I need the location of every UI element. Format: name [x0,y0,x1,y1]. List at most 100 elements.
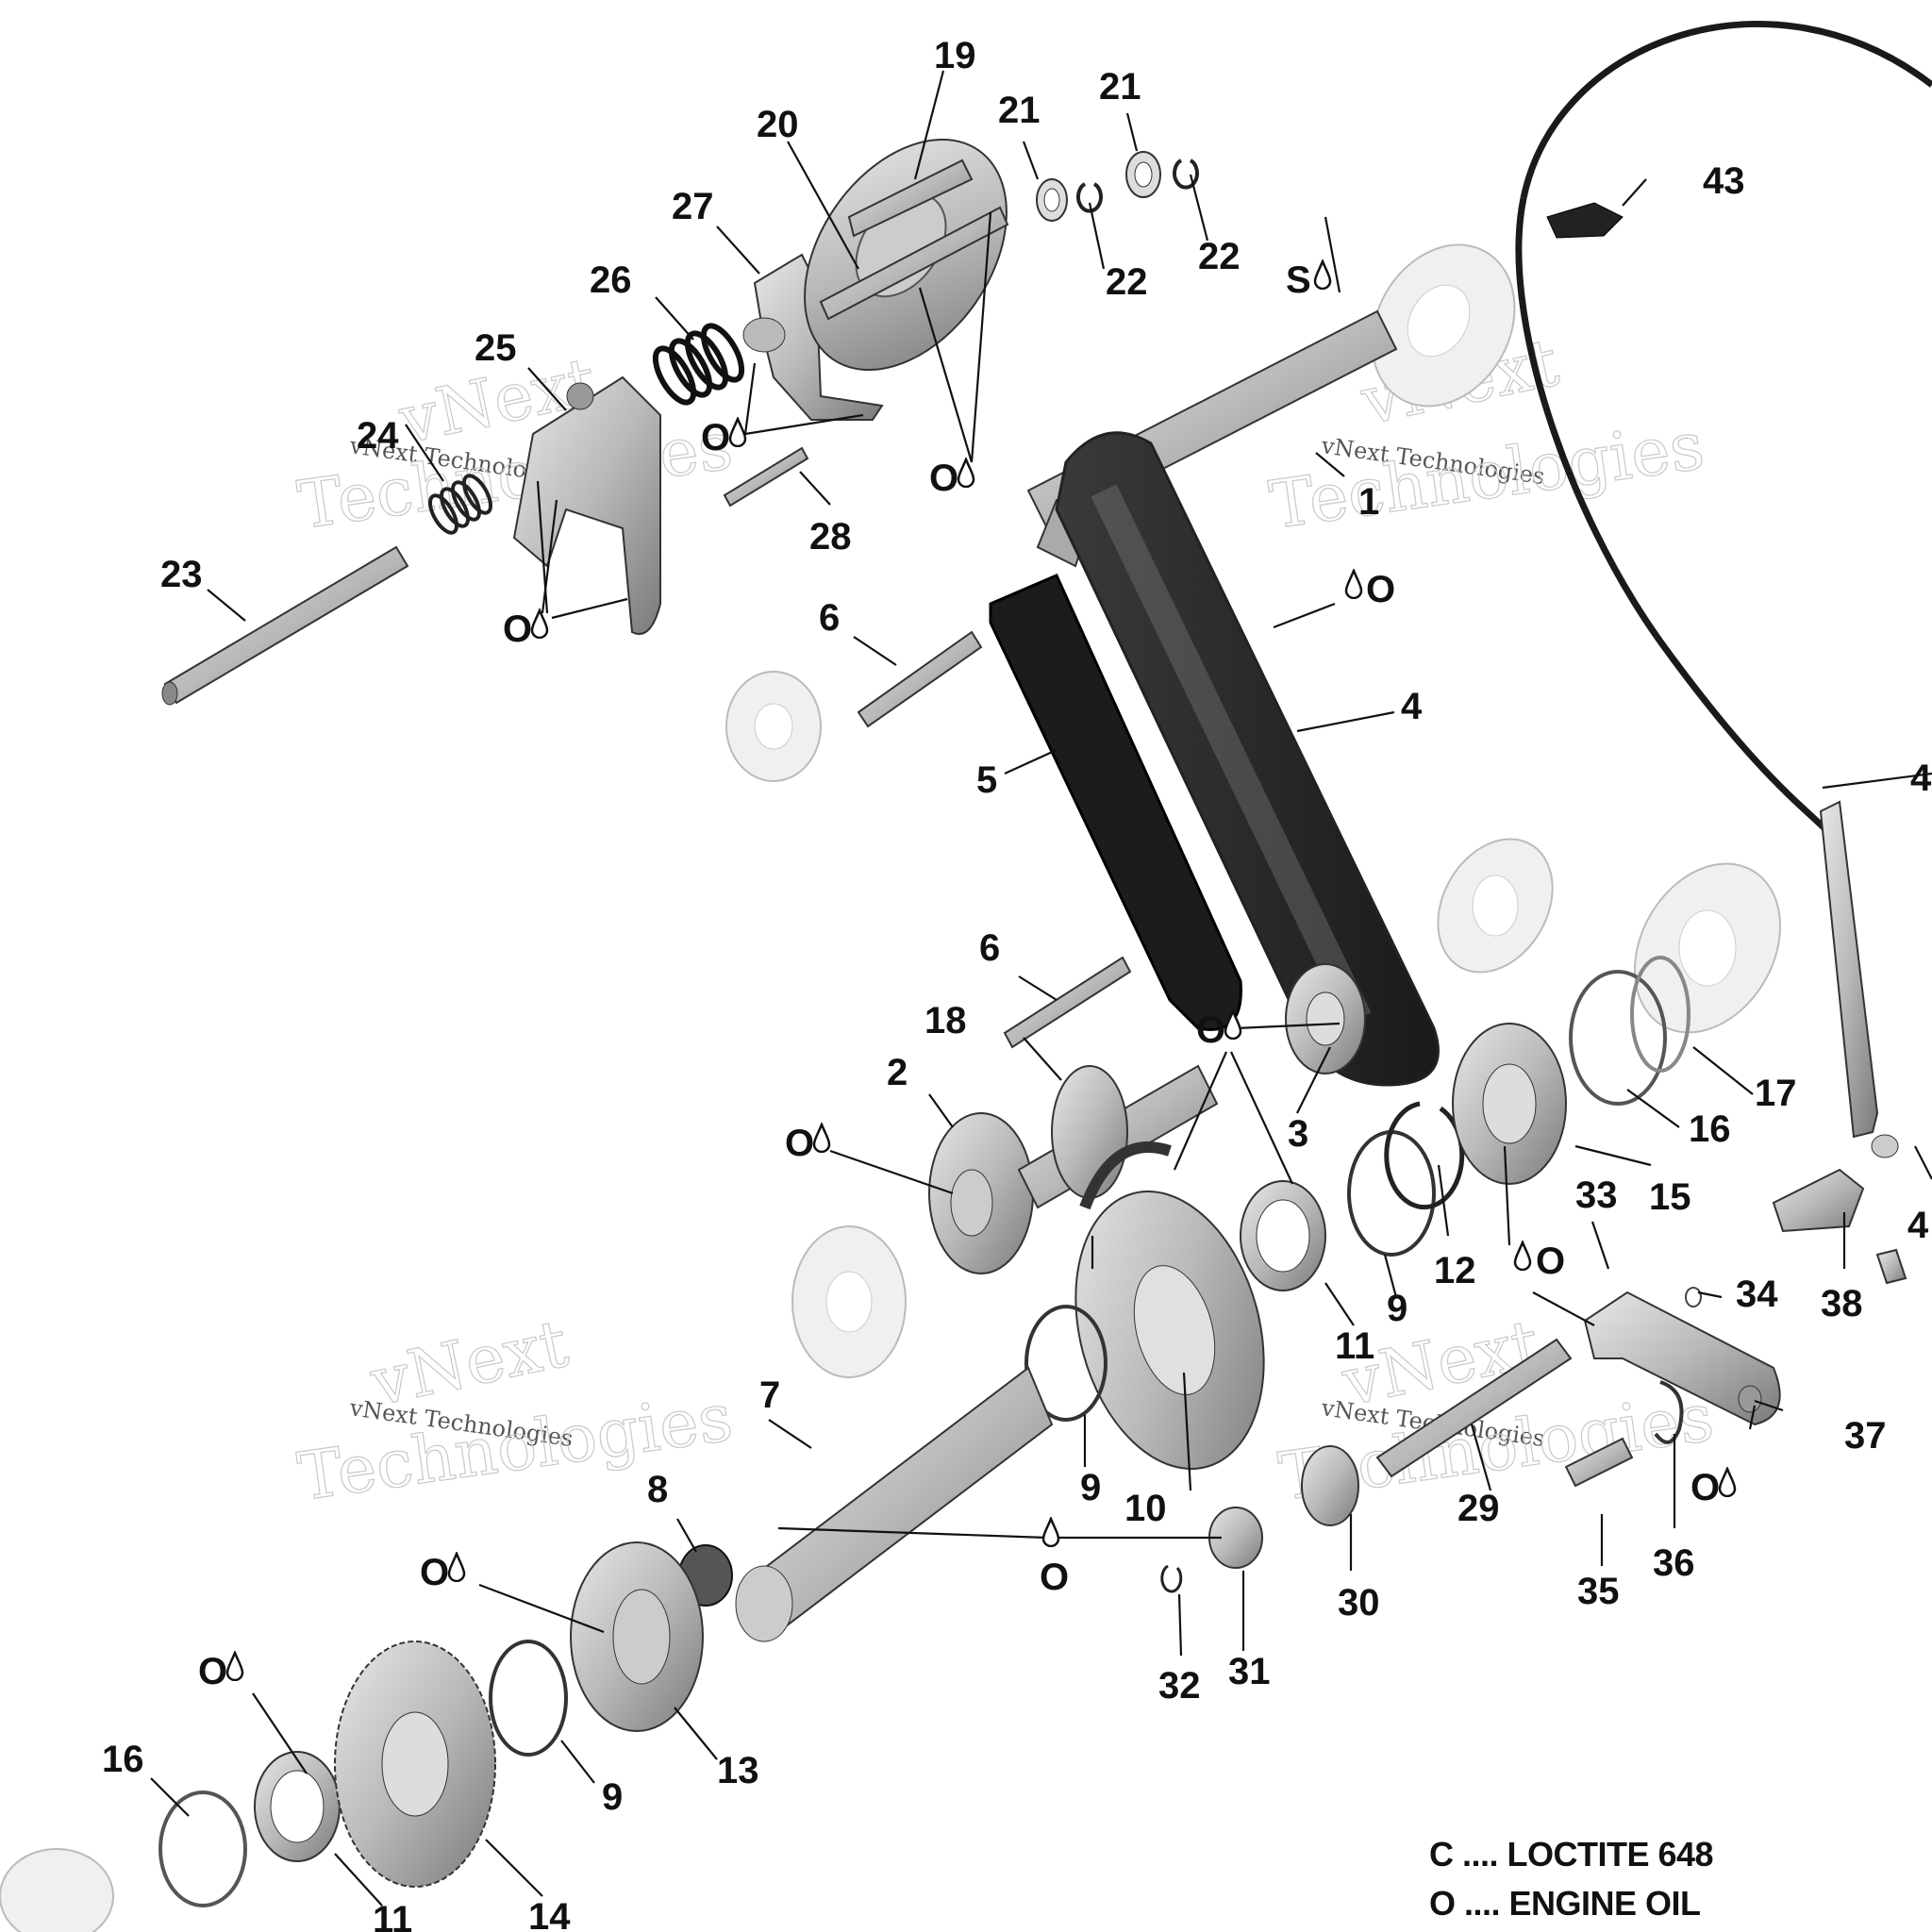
shift-rod-part [161,545,409,706]
svg-text:O: O [929,458,958,499]
callout-20: 20 [757,104,799,145]
oil-marker: O [1196,1009,1242,1051]
hub-part [570,1541,704,1732]
callout-19: 19 [934,35,976,76]
oil-marker: O [1040,1517,1069,1598]
callout-22a: 22 [1106,261,1148,303]
callout-17: 17 [1755,1073,1797,1114]
callout-11a: 11 [1335,1325,1374,1367]
svg-text:O: O [1040,1557,1069,1598]
shift-cable-part [1515,21,1932,1158]
callout-2: 2 [887,1052,908,1093]
washer-part [1036,151,1199,222]
oil-marker: O [929,458,975,499]
part-number-labels: 19 20 21 21 22 22 27 26 25 24 23 28 6 1 … [102,35,1932,1932]
ghost-bearing-part [0,671,1782,1932]
spring-part-2 [652,323,745,406]
callout-10: 10 [1124,1488,1167,1529]
callout-4-cable: 4 [1910,758,1932,799]
callout-4-bolt: 4 [1907,1205,1929,1246]
callout-12: 12 [1434,1250,1476,1291]
callout-6a: 6 [819,597,840,639]
oil-marker: O [420,1552,466,1593]
oil-marker: O [785,1123,831,1164]
sealant-marker: S [1286,259,1332,301]
pin-part [723,446,809,508]
callout-22b: 22 [1198,236,1241,277]
callout-24: 24 [357,415,399,457]
lubricant-markers: O O O S O O O O O O O O [198,259,1737,1692]
callout-15: 15 [1649,1176,1691,1218]
svg-text:O: O [1536,1241,1565,1282]
svg-text:O: O [1366,569,1395,610]
callout-43: 43 [1703,160,1745,202]
gear-part [928,1064,1219,1274]
leader-lines [150,70,1932,1907]
svg-text:Technologies: Technologies [1265,407,1708,544]
sliding-dog-part [1452,1023,1567,1185]
callout-31: 31 [1228,1651,1271,1692]
callout-38: 38 [1821,1283,1863,1324]
callout-30: 30 [1338,1582,1380,1624]
callout-11b: 11 [373,1899,412,1932]
svg-text:O: O [198,1651,227,1692]
svg-text:O: O [785,1123,814,1164]
helical-gear-part [334,1641,496,1888]
callout-18: 18 [924,1000,967,1041]
main-shaft-part [735,1366,1054,1642]
shaft-spring-part [1160,1445,1359,1593]
svg-text:O: O [1690,1467,1720,1508]
svg-text:O: O [701,417,730,458]
callout-9a: 9 [1387,1288,1407,1329]
callout-35: 35 [1577,1571,1620,1612]
spring-part [428,474,492,535]
callout-16b: 16 [102,1739,144,1780]
callout-28: 28 [809,516,852,558]
callout-9c: 9 [602,1776,623,1818]
svg-text:O: O [1196,1009,1225,1051]
legend-engine-oil: O .... ENGINE OIL [1429,1884,1701,1923]
ring-part [489,1130,1436,1757]
pin-spring-part [1564,1287,1702,1488]
svg-text:O: O [503,608,532,650]
bushing-part [254,1180,1326,1862]
callout-21a: 21 [998,90,1041,131]
thrust-washer-part [158,956,1690,1907]
watermark-bottom-left: vNext vNext Technologies Technologies [292,1304,737,1516]
bracket-part [1772,1168,1907,1285]
callout-27: 27 [672,186,714,227]
pin-part-2 [857,630,1132,1049]
callout-26: 26 [590,259,632,301]
callout-4: 4 [1401,686,1423,727]
oil-marker: O [701,417,747,458]
callout-23: 23 [160,554,203,595]
callout-34: 34 [1736,1274,1778,1315]
callout-1: 1 [1358,481,1379,523]
callout-33: 33 [1575,1174,1618,1216]
callout-8: 8 [647,1469,668,1510]
oil-marker: O [1344,569,1395,610]
callout-6b: 6 [979,927,1000,969]
oil-marker: O [198,1651,244,1692]
callout-32: 32 [1158,1665,1201,1707]
shift-fork-part [512,375,661,635]
svg-text:S: S [1286,259,1311,301]
sprocket-part [1285,963,1366,1074]
callout-21b: 21 [1099,66,1141,108]
shift-shaft-part [1375,1338,1573,1478]
callout-3: 3 [1288,1113,1308,1155]
oil-marker: O [503,608,549,650]
callout-7: 7 [759,1374,780,1416]
lubricant-legend: C .... LOCTITE 648 O .... ENGINE OIL [1429,1830,1714,1928]
legend-loctite: C .... LOCTITE 648 [1429,1835,1714,1874]
oil-marker: O [1690,1467,1737,1508]
callout-25: 25 [475,327,517,369]
callout-36: 36 [1653,1542,1695,1584]
callout-9b: 9 [1080,1467,1101,1508]
shift-drum-disc-part [804,138,1009,372]
callout-13: 13 [717,1750,759,1791]
callout-29: 29 [1457,1488,1500,1529]
large-sprocket-part [1074,1141,1265,1470]
callout-5: 5 [976,759,997,801]
